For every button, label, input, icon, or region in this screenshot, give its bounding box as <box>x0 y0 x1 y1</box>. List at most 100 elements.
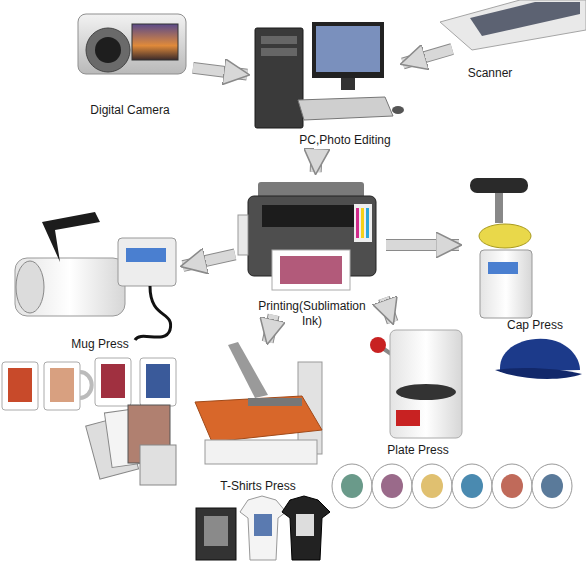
arrow-shaft <box>403 49 452 63</box>
plate <box>532 464 572 508</box>
device-caption: PC,Photo Editing <box>275 133 415 148</box>
flow-arrow <box>268 315 274 342</box>
press-base <box>205 440 317 464</box>
camera-screen <box>132 24 178 60</box>
mug-press-illustration <box>15 212 176 340</box>
power-cord <box>135 286 171 340</box>
mug <box>140 358 176 406</box>
mug-print <box>101 364 125 398</box>
cap <box>500 339 580 372</box>
shirts-illustration <box>196 496 330 560</box>
photo-sheet <box>140 445 176 485</box>
arrow-shaft <box>386 240 459 250</box>
drive-bay <box>261 36 297 44</box>
plate-print <box>341 474 363 498</box>
arrow-shaft <box>384 298 393 322</box>
device-caption: Scanner <box>445 66 535 81</box>
mugs-illustration <box>2 358 176 410</box>
product-box <box>196 508 236 560</box>
monitor-screen <box>316 26 380 72</box>
drive-bay <box>261 48 297 56</box>
device-node: T-Shirts Press <box>190 345 330 495</box>
photos-illustration <box>86 405 176 485</box>
printed-paper <box>272 250 350 290</box>
cap-brim <box>495 368 582 379</box>
arrow-outline <box>403 49 452 63</box>
device-caption: Digital Camera <box>65 103 195 118</box>
plate <box>492 464 532 508</box>
cap-press-illustration <box>470 178 532 318</box>
tshirt-press-illustration <box>195 342 322 464</box>
device-node: Scanner <box>455 0 586 82</box>
printed-image <box>280 256 342 284</box>
plates-illustration <box>332 464 572 508</box>
mug-print <box>50 368 74 402</box>
flow-arrow <box>183 254 235 266</box>
pc-tower <box>255 28 303 128</box>
arrow-shaft <box>268 315 274 342</box>
plate-print <box>421 474 443 498</box>
device-node: Cap Press <box>462 175 585 330</box>
tshirt <box>282 496 330 560</box>
plate <box>412 464 452 508</box>
cap-arm <box>495 193 503 223</box>
device-node: Digital Camera <box>60 5 190 117</box>
plate-print <box>501 474 523 498</box>
plate-print <box>381 474 403 498</box>
plate-press-illustration <box>370 330 462 438</box>
arrow-outline <box>386 239 459 251</box>
mug-handle <box>80 372 92 398</box>
upper-platen <box>248 398 302 406</box>
device-caption: T-Shirts Press <box>193 479 323 494</box>
ink <box>356 208 359 238</box>
control-panel <box>396 410 420 426</box>
plate-platen <box>396 384 456 400</box>
control-box <box>118 238 176 286</box>
ink-tank <box>354 204 372 242</box>
camera-lens <box>86 28 130 72</box>
arrow-outline <box>268 315 274 342</box>
scanner-illustration <box>440 0 586 50</box>
tshirt-print <box>254 514 272 536</box>
tshirt-print <box>296 514 314 536</box>
printer-slot <box>262 205 362 227</box>
printer-illustration <box>238 182 376 290</box>
pc-illustration <box>255 22 404 128</box>
arrow-outline <box>193 68 247 75</box>
scanner-glass <box>470 2 580 36</box>
product-print <box>204 516 228 546</box>
arrow-shaft <box>311 155 322 172</box>
device-caption: Plate Press <box>368 443 468 458</box>
mug-heater <box>16 261 44 313</box>
camera-body <box>78 14 186 74</box>
mug-press-base <box>15 258 125 316</box>
cap-heater <box>470 178 528 193</box>
plate <box>372 464 412 508</box>
tshirt <box>240 496 286 560</box>
cap-platen <box>479 224 531 248</box>
device-caption: Cap Press <box>495 318 575 333</box>
arrow-shaft <box>183 254 235 266</box>
device-node: Plate Press <box>365 325 475 463</box>
flow-arrow <box>386 245 459 246</box>
device-caption: Mug Press <box>40 337 160 352</box>
flow-arrow <box>384 298 393 322</box>
device-node: Printing(Sublimation Ink) <box>238 175 383 312</box>
plate <box>332 464 372 508</box>
flow-arrow <box>193 68 247 75</box>
press-arm <box>228 342 268 398</box>
arrow-outline <box>183 254 235 266</box>
ink <box>366 208 369 238</box>
control-display <box>488 262 518 274</box>
mug <box>2 362 38 410</box>
device-node: PC,Photo Editing <box>250 12 400 152</box>
monitor-stand <box>341 78 355 90</box>
cap-press-body <box>480 250 532 318</box>
plate-print <box>461 474 483 498</box>
scanner-body <box>440 0 586 50</box>
lever-knob <box>370 337 386 353</box>
arrow-shaft <box>193 68 247 75</box>
device-caption: Printing(Sublimation Ink) <box>250 299 374 329</box>
arrow-outline <box>310 155 323 172</box>
